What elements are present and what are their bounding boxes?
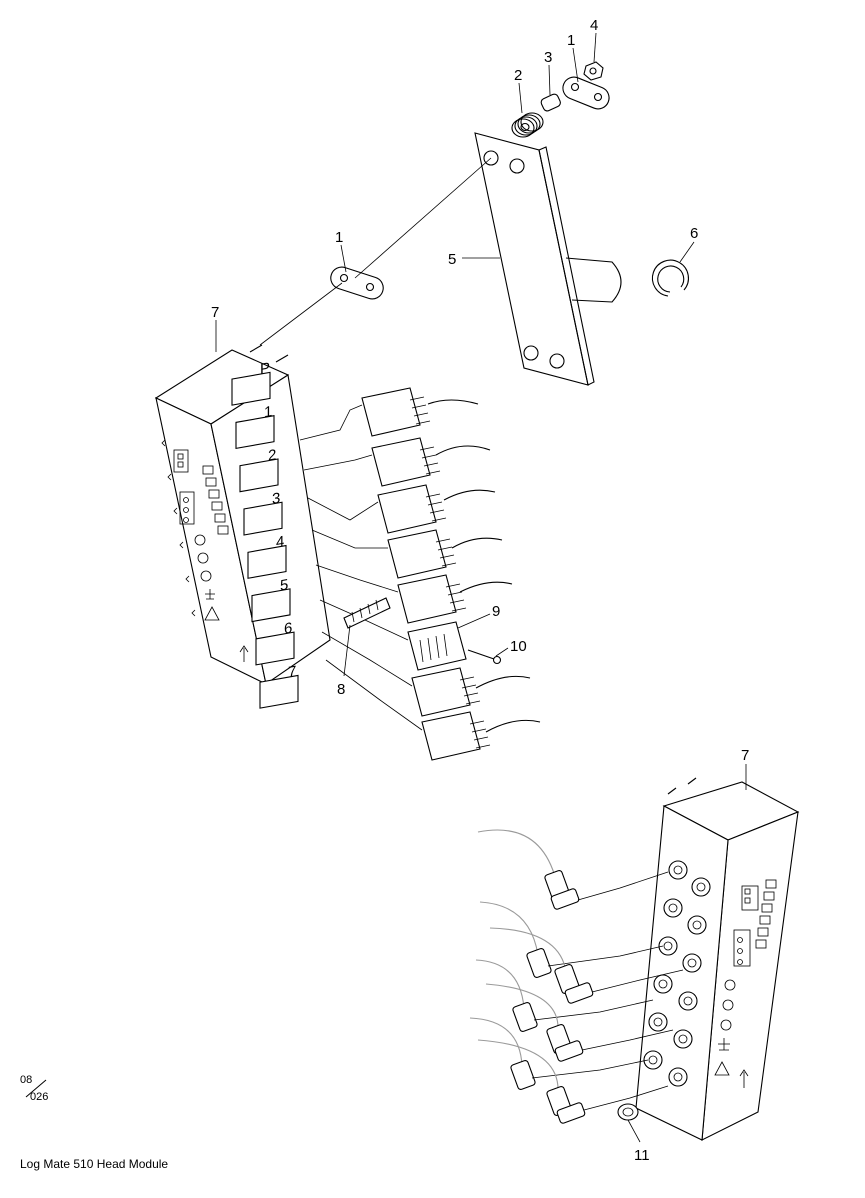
m12-cables-lower: [469, 829, 684, 1124]
callout-1-left: 1: [335, 229, 343, 246]
plug-7: [325, 659, 541, 761]
cable-lower-4: [475, 959, 654, 1032]
snap-ring: [651, 259, 689, 297]
callout-3: 3: [544, 49, 552, 66]
cable-lower-1: [477, 829, 669, 910]
jumper-strip: [343, 597, 391, 629]
lower-status-panel: [714, 879, 777, 1088]
callout-7-lower: 7: [741, 747, 749, 764]
cable-plugs-upper: [299, 387, 541, 761]
screw: [467, 649, 502, 665]
connector-sockets: P 1 2 3 4 5 6 7: [231, 359, 299, 709]
svg-text:6: 6: [284, 620, 292, 638]
callout-leaders: [215, 32, 747, 1143]
plug-4: [311, 529, 503, 579]
module-side-ridges: [161, 439, 196, 617]
svg-text:5: 5: [280, 576, 288, 594]
plug-3: [307, 484, 496, 534]
callout-6: 6: [690, 225, 698, 242]
m12-sockets: [643, 860, 711, 1087]
cable-lower-2: [479, 901, 664, 978]
cable-lower-5: [485, 983, 674, 1062]
footer-title: Log Mate 510 Head Module: [20, 1157, 169, 1171]
washer-plate-top: [562, 76, 610, 110]
plug-1: [299, 387, 479, 441]
head-module-lower: [617, 777, 800, 1141]
svg-text:1: 1: [264, 403, 272, 421]
cable-lower-6: [469, 1017, 649, 1090]
head-module-upper: P 1 2 3 4 5 6 7: [154, 344, 331, 709]
callout-labels: 1 1 2 3 4 5 6 7 7 8 9 10 11: [211, 17, 749, 1164]
protective-cap: [617, 1103, 639, 1121]
svg-text:3: 3: [272, 490, 280, 508]
cable-lower-3: [489, 927, 684, 1004]
callout-1-top: 1: [567, 32, 575, 49]
spring: [511, 112, 544, 138]
callout-5: 5: [448, 251, 456, 268]
page-number-bottom: 026: [30, 1091, 49, 1103]
status-led-panel: [173, 449, 229, 535]
svg-text:2: 2: [268, 446, 276, 464]
svg-text:P: P: [260, 359, 270, 378]
lock-nut: [583, 61, 604, 81]
symbol-icons: [194, 534, 249, 662]
page-number-top: 08: [20, 1074, 33, 1086]
callout-11: 11: [634, 1147, 650, 1164]
callout-8: 8: [337, 681, 345, 698]
spacer: [540, 93, 561, 112]
svg-text:4: 4: [276, 533, 284, 551]
callout-4: 4: [590, 17, 598, 34]
callout-10: 10: [510, 638, 527, 655]
callout-2: 2: [514, 67, 522, 84]
mounting-plate: [474, 132, 622, 386]
callout-9: 9: [492, 603, 500, 620]
plug-6: [321, 631, 531, 717]
washer-plate-left: [330, 266, 384, 300]
page-number-divider: [25, 1079, 47, 1098]
plug-2: [303, 437, 491, 487]
svg-text:7: 7: [288, 663, 296, 681]
callout-7-upper: 7: [211, 304, 219, 321]
cable-lower-7: [477, 1039, 669, 1124]
plug-5: [315, 564, 513, 624]
